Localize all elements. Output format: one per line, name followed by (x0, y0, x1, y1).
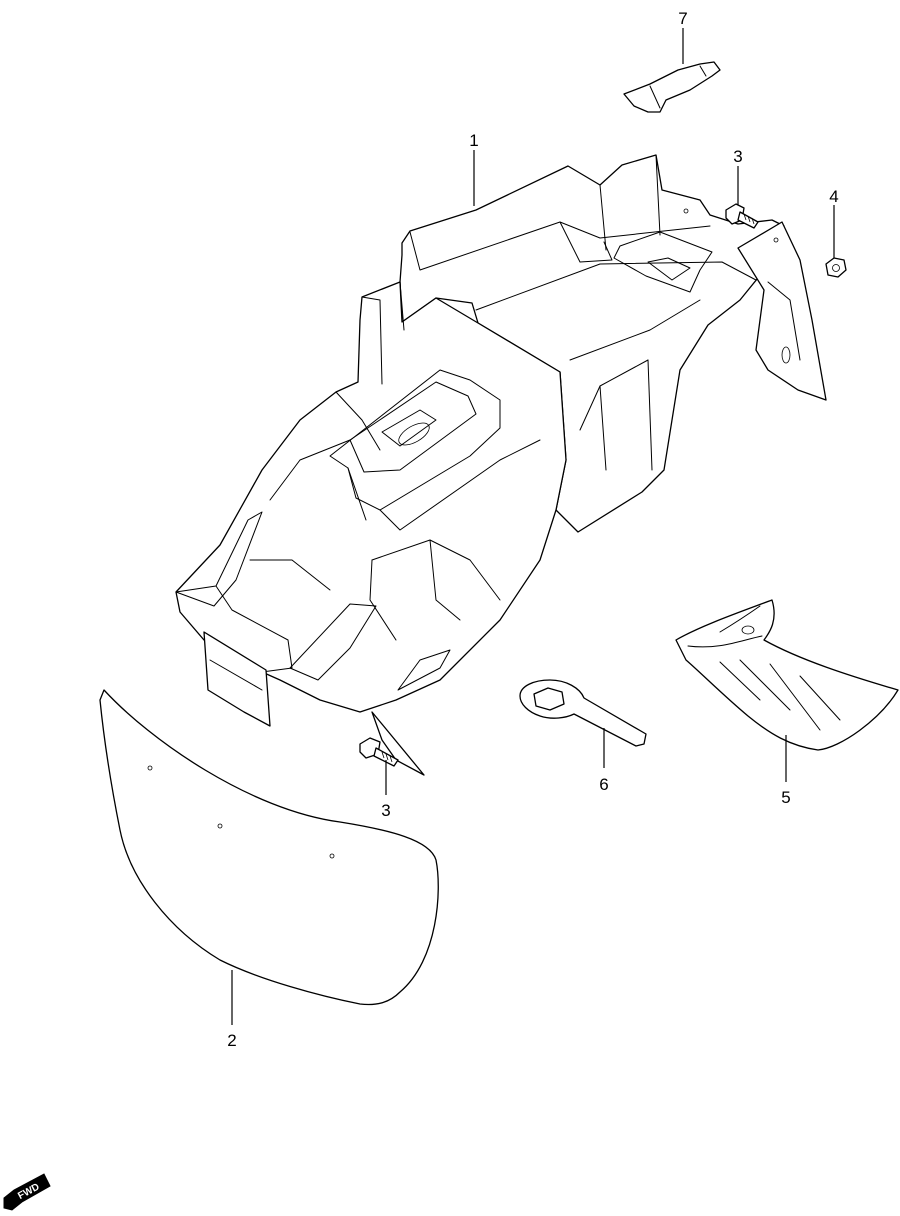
part-5-tool-bag (675, 599, 899, 751)
callout-5: 5 (781, 788, 790, 807)
callout-4: 4 (829, 187, 838, 206)
part-6-wrench (519, 679, 647, 747)
callout-2: 2 (227, 1031, 236, 1050)
callout-3-lower: 3 (381, 801, 390, 820)
fwd-direction-badge: FWD (3, 1173, 51, 1211)
part-3-bolt-lower (359, 737, 399, 767)
part-2-mud-flap (99, 689, 439, 1006)
part-4-nut (825, 257, 847, 278)
fwd-label: FWD (16, 1182, 41, 1202)
part-7-strap (623, 61, 721, 113)
callout-1: 1 (469, 131, 478, 150)
callout-6: 6 (599, 775, 608, 794)
leader-lines (231, 28, 835, 1025)
part-3-bolt-upper (725, 203, 759, 229)
callout-7: 7 (678, 9, 687, 28)
callout-3-upper: 3 (733, 147, 742, 166)
part-1-rear-fender (175, 154, 827, 776)
callout-labels: 1 7 3 4 3 6 5 2 (227, 9, 838, 1050)
